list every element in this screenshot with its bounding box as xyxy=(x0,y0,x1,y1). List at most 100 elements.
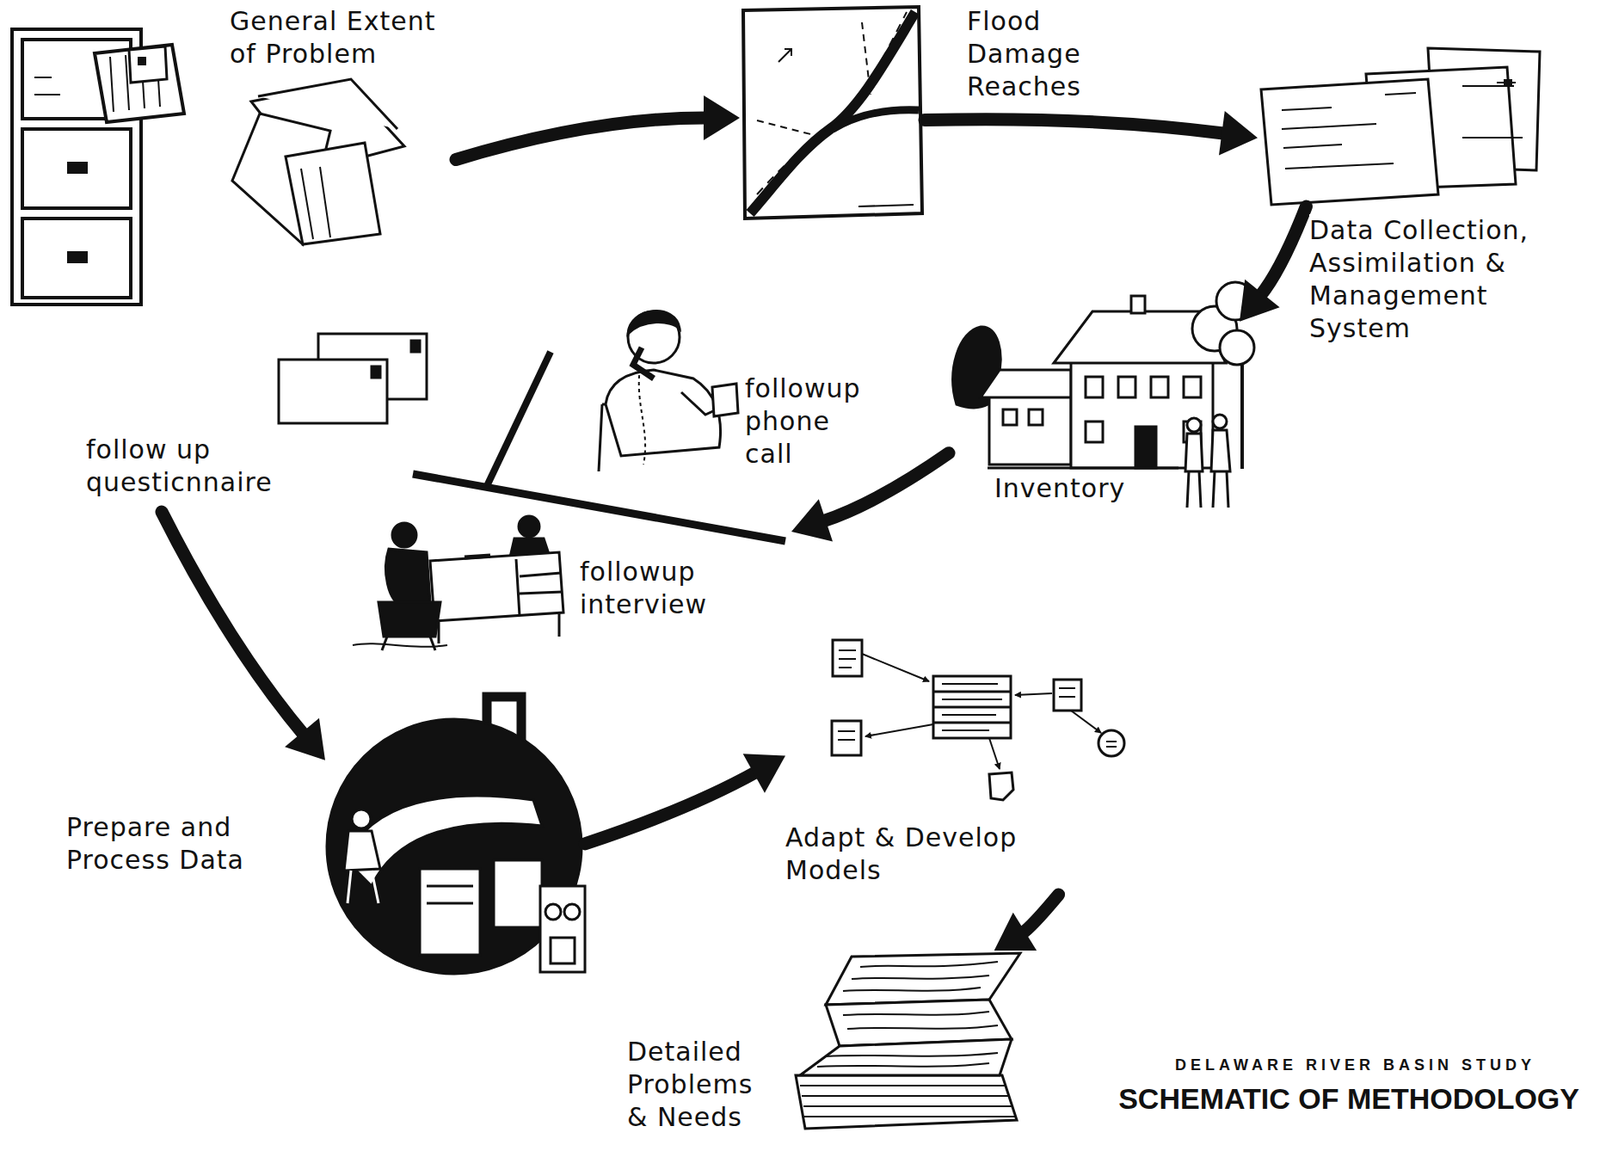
study-label: DELAWARE RIVER BASIN STUDY xyxy=(1175,1056,1536,1075)
model-flowchart-part xyxy=(838,650,856,668)
interview-scene-part xyxy=(464,555,491,558)
arrow-head xyxy=(743,753,786,793)
step-label: Adapt & Develop Models xyxy=(785,821,1044,887)
computer-room-part xyxy=(564,904,580,920)
house-scene-part xyxy=(1212,414,1227,429)
document-pages-part xyxy=(1261,79,1439,205)
arrow-shaft xyxy=(1260,206,1307,296)
arrow-head xyxy=(791,498,833,542)
document-pages-part xyxy=(1462,82,1523,138)
file-cabinet-part xyxy=(68,252,87,262)
model-flowchart-part xyxy=(941,683,1003,731)
man-on-phone-part xyxy=(627,311,680,334)
house-scene-part xyxy=(1028,409,1043,425)
step-label: Detailed Problems & Needs xyxy=(627,1035,765,1134)
house-scene-part xyxy=(1085,376,1103,398)
model-flowchart-part xyxy=(1015,693,1053,696)
model-flowchart-part xyxy=(832,640,862,677)
house-scene xyxy=(953,282,1255,508)
diagram-title: SCHEMATIC OF METHODOLOGY xyxy=(1118,1082,1580,1116)
document-pages xyxy=(1261,48,1540,205)
model-flowchart-part xyxy=(1058,688,1076,697)
house-scene-part xyxy=(989,395,1071,465)
map-sheet-part xyxy=(832,110,919,130)
followup-bracket-part xyxy=(412,473,786,542)
model-flowchart-part xyxy=(837,731,856,740)
envelopes xyxy=(278,333,427,424)
file-cabinet-part xyxy=(22,218,131,298)
map-sheet-part xyxy=(858,204,914,207)
model-flowchart-part xyxy=(1106,741,1117,747)
computer-room-part xyxy=(540,886,585,973)
house-scene-part xyxy=(1131,295,1145,314)
step-process-data: Prepare and Process Data xyxy=(325,688,585,977)
followup-bracket xyxy=(412,351,786,542)
model-flowchart-part xyxy=(989,738,1000,770)
arrow-shaft xyxy=(584,771,757,844)
house-scene-part xyxy=(1219,330,1255,365)
model-flowchart-part xyxy=(933,691,1011,723)
arrow-shaft xyxy=(161,511,305,736)
report-stack-part xyxy=(825,953,1021,1005)
step-label: Flood Damage Reaches xyxy=(966,5,1082,104)
step-extent: General Extent of Problem xyxy=(10,5,456,308)
model-flowchart-part xyxy=(1053,679,1082,711)
interview-scene-part xyxy=(386,548,431,608)
arrow-shaft xyxy=(455,117,708,160)
arrow-head xyxy=(703,95,740,141)
file-cabinet-part xyxy=(34,77,61,95)
man-on-phone-part xyxy=(639,368,646,465)
report-stack-part xyxy=(843,961,998,991)
report-stack-part xyxy=(800,1039,1012,1076)
computer-room-part xyxy=(347,870,379,904)
flow-arrow xyxy=(994,894,1059,951)
document-pages-part xyxy=(1503,79,1513,87)
envelopes-part xyxy=(371,366,381,378)
house-scene-part xyxy=(1211,430,1231,472)
folders-part xyxy=(285,142,381,245)
interview-scene-part xyxy=(381,636,436,651)
model-flowchart-part xyxy=(831,720,862,756)
model-flowchart-part xyxy=(989,772,1014,800)
house-scene-part xyxy=(1187,418,1201,432)
arrow-head xyxy=(994,912,1037,951)
interview-scene-part xyxy=(518,516,540,537)
folders-part xyxy=(301,166,331,240)
interview-scene xyxy=(352,516,564,651)
file-cabinet-part xyxy=(22,129,131,209)
step-needs: Detailed Problems & Needs xyxy=(790,950,1022,1134)
map-sheet-part xyxy=(756,120,825,138)
house-scene-part xyxy=(1118,376,1136,398)
step-models: Adapt & Develop Models xyxy=(785,637,1127,895)
report-stack-part xyxy=(800,1085,1016,1117)
man-on-phone xyxy=(598,311,739,472)
step-inventory: Inventory xyxy=(948,290,1240,511)
man-on-phone-part xyxy=(633,347,654,379)
flow-arrow xyxy=(161,511,326,761)
file-cabinet xyxy=(12,29,185,305)
step-data-system: Data Collection, Assimilation & Manageme… xyxy=(1257,43,1544,207)
arrow-head xyxy=(284,718,326,761)
flow-arrow xyxy=(1239,206,1306,322)
map-sheet-part xyxy=(743,6,923,219)
step-questionnaire: follow up questicnnaire xyxy=(86,331,431,512)
arrow-shaft xyxy=(924,119,1225,135)
flow-arrow xyxy=(924,110,1258,156)
house-scene-part xyxy=(1183,376,1201,398)
file-cabinet-part xyxy=(68,163,87,173)
interview-scene-part xyxy=(438,612,560,644)
house-scene-part xyxy=(1135,426,1157,468)
house-scene-part xyxy=(1212,471,1229,508)
computer-room-part xyxy=(419,868,480,955)
house-scene-part xyxy=(1085,421,1103,443)
arrow-shaft xyxy=(1021,894,1059,934)
map-sheet-part xyxy=(756,12,907,195)
report-stack-part xyxy=(817,1052,998,1067)
step-reaches: Flood Damage Reaches xyxy=(739,5,925,222)
house-scene-part xyxy=(1150,376,1169,398)
computer-room-part xyxy=(493,860,542,928)
report-stack xyxy=(795,953,1021,1129)
